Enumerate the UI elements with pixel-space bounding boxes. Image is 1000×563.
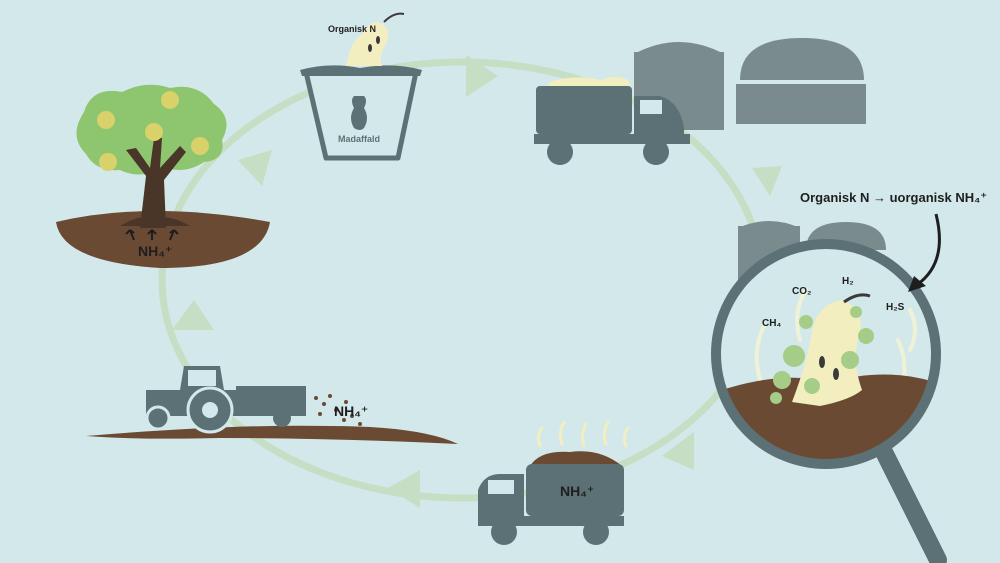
apple-tree-scene: NH₄⁺ [56,84,270,268]
tree-nh4-label: NH₄⁺ [138,243,172,259]
magnifier-scene: CO₂ H₂ H₂S CH₄ [711,221,947,563]
bin-rim [300,65,422,76]
co2-label: CO₂ [792,286,811,297]
spreader-trailer [236,386,306,416]
truck-wheel [491,519,517,545]
digestate-load [530,451,622,466]
magnifier-handle [875,443,947,563]
apple [97,111,115,129]
apple [145,123,163,141]
food-waste-bin: Organisk N Madaffald [300,12,422,161]
truck-wheel [547,139,573,165]
biogas-plant [634,38,866,130]
bin-apple-core-icon [351,96,367,130]
cycle-arrow-top [466,55,498,97]
field-soil [86,425,458,444]
uptake-arrows [125,229,179,241]
apple [161,91,179,109]
digestate-truck: NH₄⁺ [478,420,630,545]
tractor-front-wheel [145,405,171,431]
apple [99,153,117,171]
bin-label: Madaffald [338,134,380,144]
truck-wheel [583,519,609,545]
cycle-arrow-upper-right [752,166,782,196]
organic-n-label: Organisk N [328,24,376,34]
gas-bubbles [770,306,874,404]
steam-lines [536,420,630,448]
truck-nh4-label: NH₄⁺ [560,483,594,499]
callout-arrowhead [908,276,926,292]
bin-content-core [346,22,389,66]
truck-tank [526,464,624,516]
tractor-scene: NH₄⁺ [86,366,458,444]
callout-arrow [917,213,941,286]
magnifier-rim [711,239,941,469]
core-seed [376,36,380,44]
cycle-arrow-upper-left [238,150,272,186]
truck-wheel [643,139,669,165]
core-stem [383,12,405,23]
truck-bed [536,86,632,134]
conversion-label: Organisk N → uorganisk NH₄⁺ [800,190,987,205]
ch4-label: CH₄ [762,318,781,329]
core-seed [368,44,372,52]
tractor-nh4-label: NH₄⁺ [334,403,368,419]
tree-soil [56,211,270,268]
tree-trunk [126,138,186,228]
apple [191,137,209,155]
delivery-truck [534,77,690,165]
trailer-wheel [273,409,291,427]
cycle-arrow-left [172,300,214,330]
h2s-label: H₂S [886,302,905,313]
cycle-arrow-bottom [388,470,420,508]
spread-particles [314,394,362,426]
conversion-callout: Organisk N → uorganisk NH₄⁺ [800,190,987,292]
digester-dome [740,38,864,80]
cycle-arrow-lower-right [662,432,694,470]
tree-roots [120,217,190,226]
h2-label: H₂ [842,276,854,287]
